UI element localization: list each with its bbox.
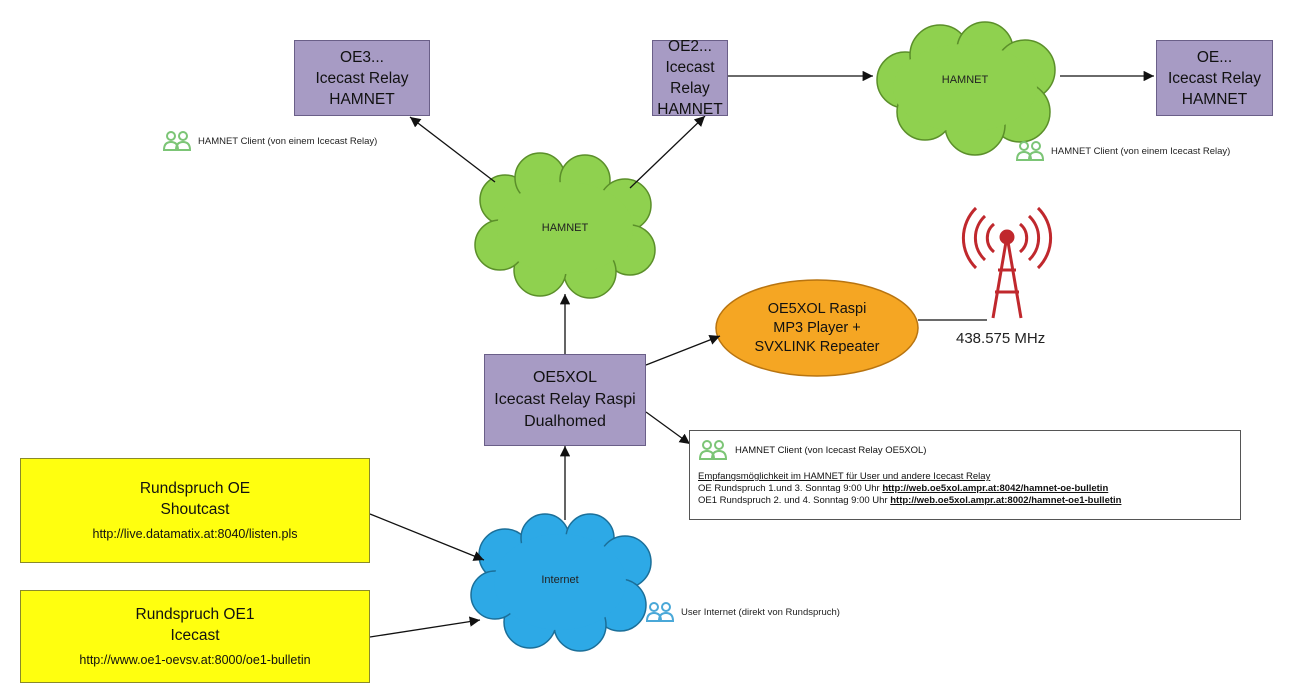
arrow-hamnet-to-oe3 <box>409 116 496 183</box>
raspi-line1: OE5XOL Raspi <box>767 300 867 317</box>
antenna-icon <box>961 206 1053 319</box>
frequency-label: 438.575 MHz <box>956 330 1046 347</box>
client-label-right: HAMNET Client (von einem Icecast Relay) <box>1015 140 1230 162</box>
relay-box-oe2: OE2... Icecast Relay HAMNET <box>652 38 728 118</box>
cloud-label-internet: Internet <box>541 574 579 586</box>
arrow-oe5xol-to-raspi <box>645 334 721 366</box>
internet-cloud <box>470 513 652 652</box>
source-box-oe: Rundspruch OE Shoutcast http://live.data… <box>20 458 370 563</box>
relay-box-oe-line1: OE... <box>1196 48 1233 66</box>
info-box-row-oe1: OE1 Rundspruch 2. und 4. Sonntag 9:00 Uh… <box>698 495 1232 507</box>
relay-box-oe5xol-line1: OE5XOL <box>532 369 598 386</box>
info-box-row-oe-text: OE Rundspruch 1.und 3. Sonntag 9:00 Uhr <box>698 483 883 494</box>
relay-box-oe-line2: Icecast Relay <box>1167 69 1262 87</box>
hamnet-cloud-mid <box>474 152 656 299</box>
info-box-row-oe: OE Rundspruch 1.und 3. Sonntag 9:00 Uhr … <box>698 483 1232 495</box>
arrow-oe5xol-to-infobox <box>645 411 691 445</box>
info-box-row-oe1-text: OE1 Rundspruch 2. und 4. Sonntag 9:00 Uh… <box>698 495 891 506</box>
hamnet-cloud-top <box>876 21 1056 156</box>
relay-box-oe2-line3: HAMNET <box>657 101 723 118</box>
relay-box-oe3-line3: HAMNET <box>329 90 395 108</box>
arrow-hamnet-to-oe2 <box>629 115 706 189</box>
relay-box-oe5xol-line3: Dualhomed <box>524 413 606 430</box>
client-label-left: HAMNET Client (von einem Icecast Relay) <box>162 130 377 152</box>
relay-box-oe3: OE3... Icecast Relay HAMNET <box>294 40 430 116</box>
stream-link-oe[interactable]: http://web.oe5xol.ampr.at:8042/hamnet-oe… <box>882 483 1109 494</box>
users-icon <box>698 440 728 460</box>
relay-box-oe3-line1: OE3... <box>340 48 384 66</box>
users-icon <box>645 602 675 622</box>
client-label-left-text: HAMNET Client (von einem Icecast Relay) <box>198 135 378 147</box>
info-box-header: HAMNET Client (von Icecast Relay OE5XOL) <box>698 439 1232 461</box>
relay-box-oe-line3: HAMNET <box>1181 90 1248 108</box>
info-box-header-text: HAMNET Client (von Icecast Relay OE5XOL) <box>735 444 927 456</box>
connectors <box>369 70 1154 638</box>
users-icon <box>1015 141 1045 161</box>
arrow-source-oe-to-internet <box>369 513 485 561</box>
client-label-internet-text: User Internet (direkt von Rundspruch) <box>681 606 840 618</box>
relay-box-oe5xol: OE5XOL Icecast Relay Raspi Dualhomed <box>484 354 646 446</box>
raspi-line3: SVXLINK Repeater <box>754 338 880 355</box>
cloud-label-hamnet-mid: HAMNET <box>541 222 589 234</box>
client-label-right-text: HAMNET Client (von einem Icecast Relay) <box>1051 145 1231 157</box>
raspi-label: OE5XOL Raspi MP3 Player + SVXLINK Repeat… <box>716 280 918 376</box>
source-oe-url: http://live.datamatix.at:8040/listen.pls <box>92 526 298 541</box>
source-oe1-title1: Rundspruch OE1 <box>135 605 255 623</box>
arrow-source-oe1-to-internet <box>369 616 481 638</box>
relay-box-oe2-line1: OE2... <box>668 38 712 55</box>
raspi-oval <box>715 279 919 377</box>
client-label-internet: User Internet (direkt von Rundspruch) <box>645 601 840 623</box>
relay-box-oe3-line2: Icecast Relay <box>315 69 409 87</box>
source-oe1-url: http://www.oe1-oevsv.at:8000/oe1-bulleti… <box>79 652 311 667</box>
source-oe1-title2: Icecast <box>170 626 220 644</box>
users-icon <box>162 131 192 151</box>
hamnet-info-box: HAMNET Client (von Icecast Relay OE5XOL)… <box>689 430 1241 520</box>
raspi-line2: MP3 Player + <box>773 319 861 336</box>
source-box-oe1: Rundspruch OE1 Icecast http://www.oe1-oe… <box>20 590 370 683</box>
relay-box-oe2-line2: Icecast Relay <box>665 59 715 97</box>
stream-link-oe1[interactable]: http://web.oe5xol.ampr.at:8002/hamnet-oe… <box>890 495 1122 506</box>
relay-box-oe5xol-line2: Icecast Relay Raspi <box>494 391 636 408</box>
relay-box-oe: OE... Icecast Relay HAMNET <box>1156 40 1273 116</box>
source-oe-title2: Shoutcast <box>160 500 230 518</box>
cloud-label-hamnet-top: HAMNET <box>941 74 989 86</box>
source-oe-title1: Rundspruch OE <box>139 479 251 497</box>
info-box-subtitle: Empfangsmöglichkeit im HAMNET für User u… <box>698 471 991 482</box>
